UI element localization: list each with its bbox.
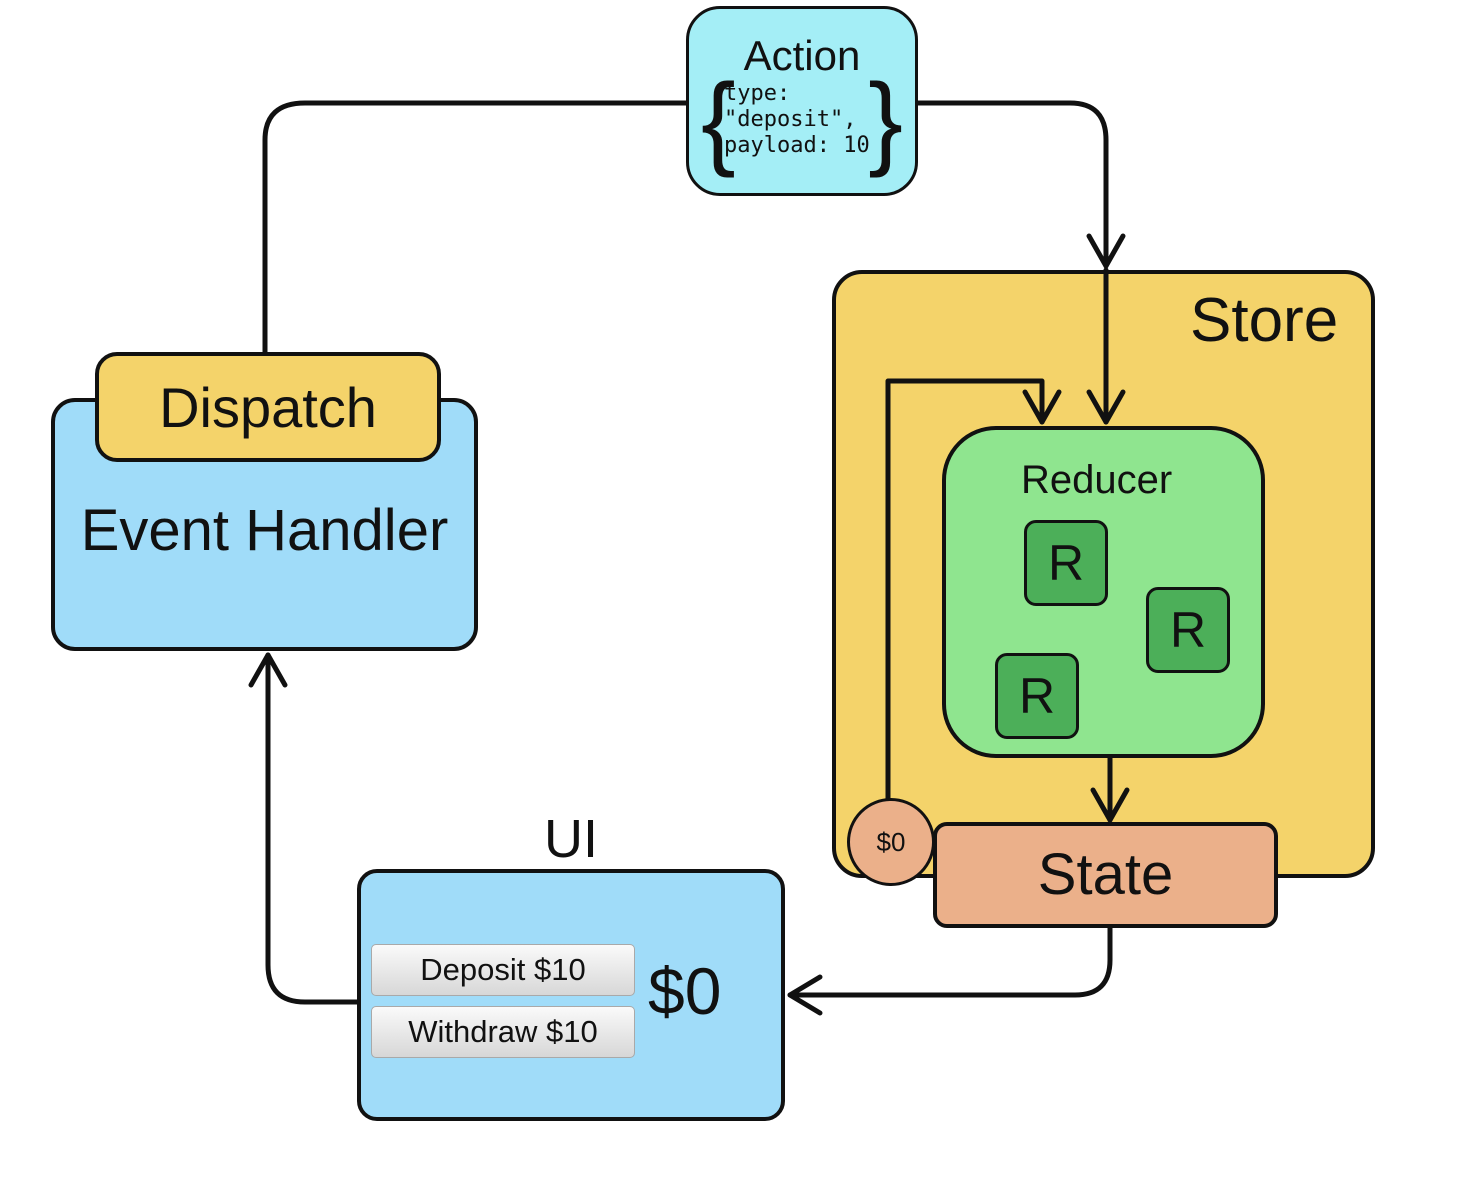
reducer-r-box: R: [1146, 587, 1230, 673]
reducer-r-box: R: [995, 653, 1079, 739]
reducer-label: Reducer: [1021, 458, 1173, 502]
withdraw-button[interactable]: Withdraw $10: [371, 1006, 635, 1058]
state-value-badge: $0: [847, 798, 935, 886]
action-title: Action: [743, 32, 861, 79]
state-arrowhead: [1090, 787, 1130, 823]
dispatch-box: Dispatch: [95, 352, 441, 462]
store-label: Store: [1190, 286, 1339, 355]
handler-arrowhead: [248, 652, 288, 688]
event-handler-label: Event Handler: [80, 498, 449, 563]
ui-to-handler-line: [265, 652, 360, 1005]
reducer-r-box: R: [1024, 520, 1108, 606]
action-brace-close: }: [868, 63, 903, 179]
action-object-code: type: "deposit", payload: 10: [724, 81, 870, 158]
action-brace-open: {: [701, 63, 736, 179]
deposit-button[interactable]: Deposit $10: [371, 944, 635, 996]
state-to-ui-line: [787, 925, 1113, 998]
ui-arrowhead: [787, 974, 823, 1016]
state-box: State: [933, 822, 1278, 928]
dispatch-to-action-line: [262, 100, 689, 355]
ui-label: UI: [544, 809, 598, 869]
balance-display: $0: [648, 954, 722, 1028]
reducer-input-arrowhead: [1086, 389, 1126, 425]
dispatch-label: Dispatch: [159, 376, 377, 439]
store-entry-arrowhead: [1086, 233, 1126, 269]
action-to-store-line: [915, 100, 1109, 269]
state-feedback-line: [885, 378, 1045, 803]
state-label: State: [1037, 842, 1174, 907]
action-box: Action { type: "deposit", payload: 10 }: [686, 6, 918, 196]
feedback-arrowhead: [1022, 389, 1062, 425]
